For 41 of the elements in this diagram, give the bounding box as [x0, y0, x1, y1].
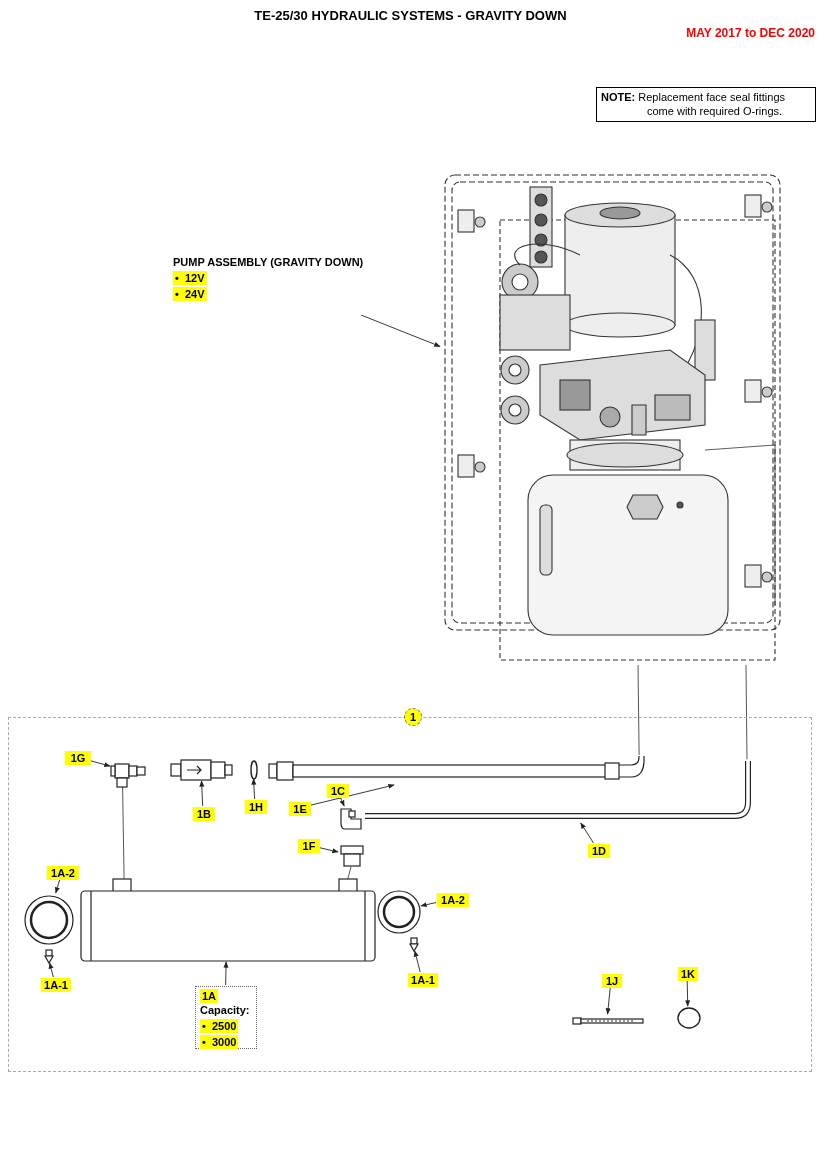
note-box [596, 87, 816, 122]
hydraulic-line [347, 866, 352, 881]
bullet-item: • 24V [173, 287, 207, 301]
hydraulic-line [637, 664, 640, 756]
callout-label: 1B [193, 807, 215, 821]
cable-tie-drawing [573, 1015, 643, 1027]
heading-label: 1A [200, 989, 219, 1003]
callout-label: 1A-2 [437, 893, 469, 907]
callout-label: 1K [678, 967, 698, 981]
note-text: NOTE: Replacement face seal fittings come with required O-rings. [601, 90, 787, 118]
callout-label: 1F [298, 839, 320, 853]
hydraulic-cylinder-drawing [81, 879, 375, 963]
callout-label: 1A-2 [47, 866, 79, 880]
hose-clamp-drawing [677, 1007, 701, 1029]
bullet-item: • 12V [173, 271, 207, 285]
hydraulic-line [122, 786, 125, 881]
check-valve-drawing [171, 758, 233, 782]
callout-label: 1J [602, 974, 622, 988]
heading-label: PUMP ASSEMBLY (GRAVITY DOWN) [173, 255, 364, 269]
elbow-fitting-drawing [339, 807, 363, 833]
callout-label: 1C [327, 784, 349, 798]
callout-label: 1D [588, 844, 610, 858]
grease-fitting-drawing [409, 938, 419, 952]
callout-label: 1A-1 [408, 973, 438, 987]
bullet-item: • 3000 [200, 1035, 239, 1049]
callout-number: 1 [404, 708, 422, 726]
text-label: Capacity: [200, 1003, 250, 1017]
capacity-box [195, 986, 257, 1049]
date-range-label: MAY 2017 to DEC 2020 [686, 25, 815, 42]
hydraulic-line [745, 664, 748, 760]
callout-label: 1A-1 [41, 978, 71, 992]
callout-label: 1G [65, 751, 91, 765]
grease-fitting-drawing [44, 950, 54, 964]
callout-label: 1E [289, 802, 311, 816]
bushing-drawing [23, 894, 75, 946]
diagram-title: TE-25/30 HYDRAULIC SYSTEMS - GRAVITY DOWN [254, 7, 567, 25]
callout-label: 1H [245, 800, 267, 814]
o-ring-drawing [250, 760, 258, 780]
adapter-fitting-drawing [339, 844, 365, 868]
bullet-item: • 2500 [200, 1019, 239, 1033]
bushing-drawing [376, 889, 422, 935]
